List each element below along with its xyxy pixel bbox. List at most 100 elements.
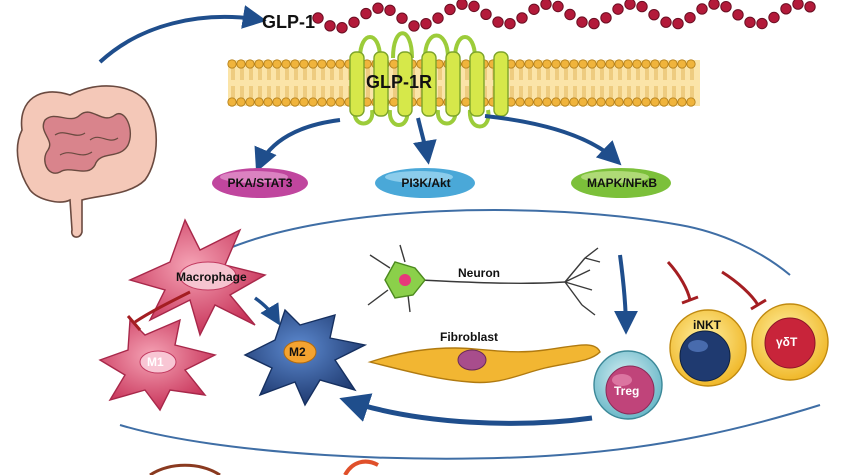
- phospholipid-head: [281, 97, 291, 107]
- phospholipid-tail: [555, 68, 559, 98]
- bottom-arc: [119, 404, 821, 460]
- phospholipid-head: [335, 97, 345, 107]
- phospholipid-head: [389, 97, 399, 107]
- phospholipid-tail: [258, 68, 262, 98]
- bottom-decoration-red: [343, 459, 379, 475]
- phospholipid-tail: [339, 68, 343, 98]
- phospholipid-tail: [582, 68, 586, 98]
- phospholipid-head: [272, 97, 282, 107]
- peptide-bead: [444, 3, 456, 16]
- phospholipid-head: [524, 97, 534, 107]
- peptide-bead: [684, 11, 696, 24]
- phospholipid-head: [281, 59, 291, 69]
- phospholipid-head: [533, 59, 543, 69]
- peptide-bead: [696, 3, 708, 15]
- pathway-pkastat3: [212, 168, 308, 198]
- phospholipid-head: [317, 59, 327, 69]
- gdt-label: γδT: [776, 335, 798, 349]
- phospholipid-head: [263, 97, 273, 107]
- phospholipid-head: [650, 97, 660, 107]
- pathway-pkastat3-label: PKA/STAT3: [227, 176, 293, 190]
- phospholipid-head: [245, 97, 255, 107]
- phospholipid-tail: [645, 68, 649, 98]
- phospholipid-head: [596, 59, 606, 69]
- peptide-bead: [756, 17, 768, 30]
- phospholipid-head: [578, 59, 588, 69]
- phospholipid-tail: [240, 68, 244, 98]
- phospholipid-tail: [276, 68, 280, 98]
- phospholipid-tail: [510, 68, 514, 98]
- phospholipid-head: [623, 59, 633, 69]
- phospholipid-head: [290, 97, 300, 107]
- peptide-bead: [612, 3, 624, 15]
- phospholipid-tail: [438, 68, 442, 98]
- phospholipid-head: [542, 59, 552, 69]
- phospholipid-head: [317, 97, 327, 107]
- phospholipid-tail: [303, 68, 307, 98]
- phospholipid-head: [605, 59, 615, 69]
- fibroblast-nucleus: [457, 349, 487, 371]
- peptide-bead: [336, 22, 348, 34]
- phospholipid-head: [578, 97, 588, 107]
- phospholipid-tail: [393, 68, 397, 98]
- treg-to-m2-arrow: [339, 393, 593, 426]
- peptide-bead: [624, 0, 636, 10]
- phospholipid-tail: [249, 68, 253, 98]
- peptide-bead: [804, 1, 816, 13]
- phospholipid-head: [551, 59, 561, 69]
- secretion-arrow: [98, 5, 267, 64]
- phospholipid-head: [641, 97, 651, 107]
- m1-cell: [98, 318, 218, 412]
- neuron-cell: [367, 244, 601, 316]
- cell-membrane: [227, 59, 700, 107]
- peptide-bead: [708, 0, 720, 10]
- phospholipid-head: [335, 59, 345, 69]
- phospholipid-tail: [654, 68, 658, 98]
- phospholipid-head: [677, 97, 687, 107]
- peptide-bead: [540, 0, 552, 10]
- phospholipid-tail: [663, 68, 667, 98]
- phospholipid-tail: [465, 68, 469, 98]
- peptide-bead: [792, 0, 804, 10]
- peptide-bead: [720, 1, 732, 13]
- peptide-bead: [432, 12, 444, 24]
- phospholipid-head: [515, 59, 525, 69]
- phospholipid-head: [533, 97, 543, 107]
- phospholipid-head: [686, 59, 696, 69]
- phospholipid-tail: [330, 68, 334, 98]
- phospholipid-head: [605, 97, 615, 107]
- gdt-cell: [751, 303, 829, 381]
- phospholipid-head: [659, 97, 669, 107]
- phospholipid-tail: [672, 68, 676, 98]
- peptide-bead: [672, 17, 684, 30]
- phospholipid-head: [326, 59, 336, 69]
- phospholipid-tail: [618, 68, 622, 98]
- peptide-bead: [360, 7, 372, 20]
- macrophage-to-m2-arrow: [253, 296, 281, 326]
- peptide-bead: [600, 12, 612, 24]
- peptide-bead: [564, 8, 576, 21]
- inkt-label: iNKT: [693, 318, 721, 332]
- phospholipid-head: [641, 59, 651, 69]
- to-gdt-inhibit: [721, 270, 760, 306]
- macrophage-label: Macrophage: [176, 270, 247, 284]
- signaling-arrows: [254, 114, 622, 173]
- m1-label: M1: [147, 355, 164, 369]
- neuron-label: Neuron: [458, 266, 500, 280]
- to-treg-arrow: [613, 254, 638, 335]
- peptide-bead: [504, 17, 516, 30]
- phospholipid-head: [587, 59, 597, 69]
- top-arc: [224, 209, 791, 276]
- intestine-illustration: [16, 85, 158, 238]
- phospholipid-tail: [573, 68, 577, 98]
- phospholipid-tail: [294, 68, 298, 98]
- phospholipid-head: [668, 59, 678, 69]
- phospholipid-head: [650, 59, 660, 69]
- to-inkt-inhibit: [666, 260, 692, 301]
- peptide-bead: [480, 8, 492, 21]
- glp1r-receptor: [349, 31, 509, 129]
- phospholipid-tail: [681, 68, 685, 98]
- glp1-label: GLP-1: [262, 12, 316, 32]
- fibroblast-label: Fibroblast: [440, 330, 499, 344]
- phospholipid-head: [461, 97, 471, 107]
